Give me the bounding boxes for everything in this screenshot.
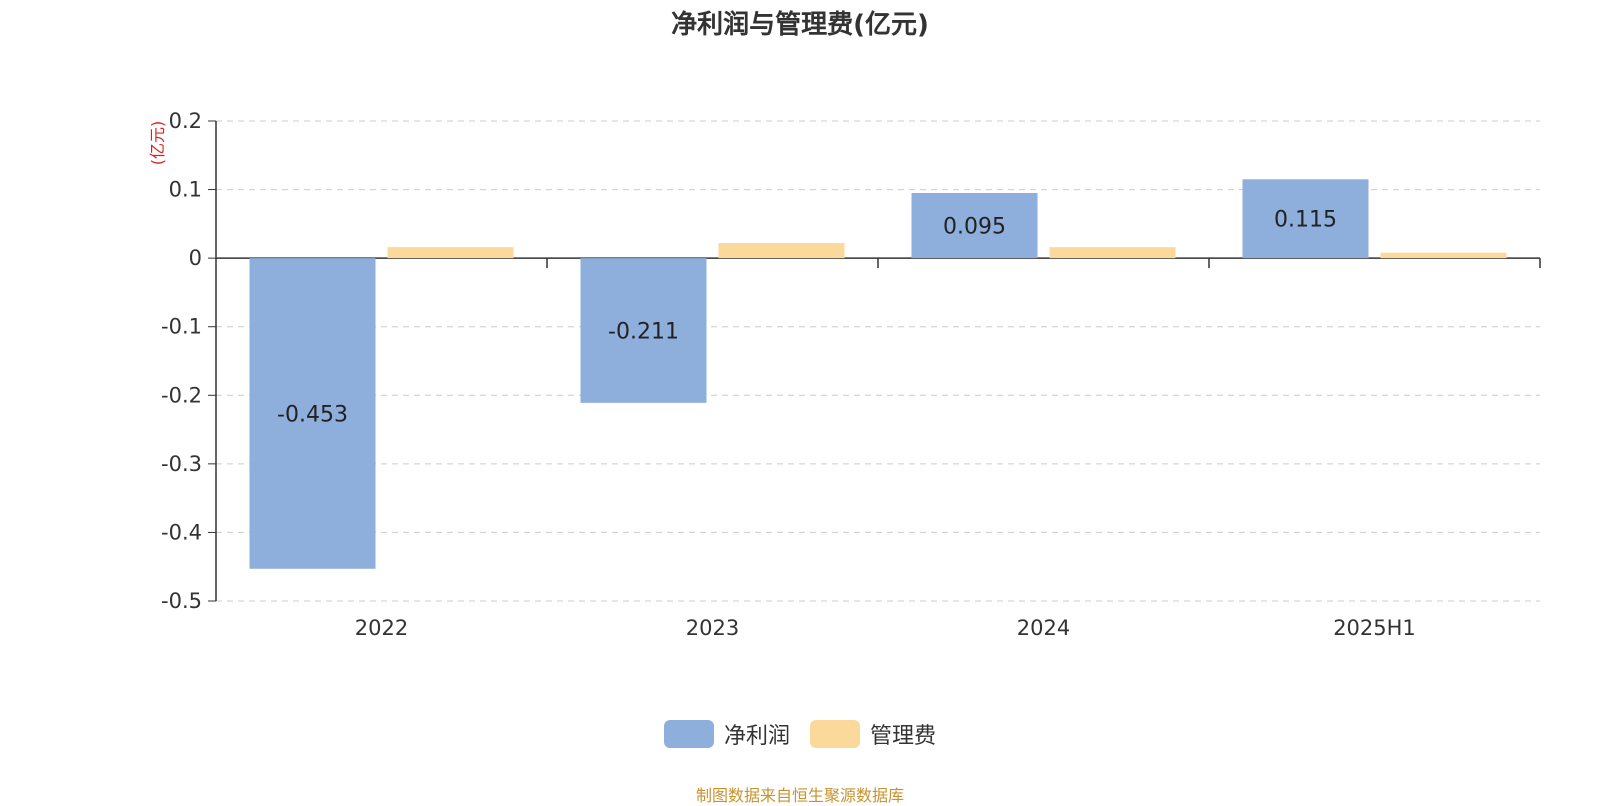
legend: 净利润 管理费 bbox=[0, 718, 1600, 750]
bar-admin-expense bbox=[1380, 252, 1507, 259]
data-label: -0.211 bbox=[608, 319, 679, 344]
bars bbox=[249, 179, 1507, 569]
y-tick-label: -0.3 bbox=[161, 452, 202, 476]
legend-item-net-profit[interactable]: 净利润 bbox=[663, 718, 790, 750]
bar-admin-expense bbox=[387, 247, 514, 259]
legend-label-net-profit: 净利润 bbox=[723, 724, 790, 749]
y-tick-label: -0.5 bbox=[161, 589, 202, 613]
bar-admin-expense bbox=[718, 243, 845, 259]
legend-item-admin-expense[interactable]: 管理费 bbox=[810, 718, 936, 750]
data-label: -0.453 bbox=[277, 402, 348, 427]
x-tick-label: 2024 bbox=[1017, 616, 1070, 640]
data-source-note: 制图数据来自恒生聚源数据库 bbox=[695, 786, 904, 805]
axes: 0.2 0.1 0 -0.1 -0.2 -0.3 -0.4 -0.5 2022 2023 2024 2… bbox=[161, 109, 1541, 640]
x-tick-label: 2025H1 bbox=[1333, 616, 1416, 640]
y-axis-unit-label: (亿元) bbox=[148, 121, 167, 166]
y-tick-label: 0 bbox=[189, 246, 202, 270]
bar-net-profit bbox=[911, 193, 1038, 259]
bar-chart-plot: 0.2 0.1 0 -0.1 -0.2 -0.3 -0.4 -0.5 2022 2023 2024 2… bbox=[148, 109, 1541, 640]
y-tick-label: -0.2 bbox=[161, 383, 202, 407]
data-label: 0.115 bbox=[1274, 208, 1337, 233]
legend-swatch-admin-expense bbox=[810, 720, 860, 748]
bar-admin-expense bbox=[1049, 247, 1176, 259]
y-tick-label: 0.1 bbox=[169, 178, 202, 202]
y-tick-label: -0.4 bbox=[161, 520, 202, 544]
chart-title: 净利润与管理费(亿元) bbox=[671, 10, 929, 40]
x-tick-label: 2023 bbox=[686, 616, 739, 640]
data-labels: -0.453 -0.211 0.095 0.115 bbox=[277, 208, 1337, 428]
legend-label-admin-expense: 管理费 bbox=[870, 724, 937, 749]
legend-swatch-net-profit bbox=[663, 720, 714, 748]
y-tick-label: -0.1 bbox=[161, 315, 202, 339]
bar-net-profit bbox=[1242, 179, 1369, 259]
bar-net-profit bbox=[249, 258, 376, 569]
data-label: 0.095 bbox=[943, 215, 1006, 240]
bar-net-profit bbox=[580, 258, 707, 403]
x-tick-label: 2022 bbox=[355, 616, 408, 640]
y-tick-label: 0.2 bbox=[169, 109, 202, 133]
